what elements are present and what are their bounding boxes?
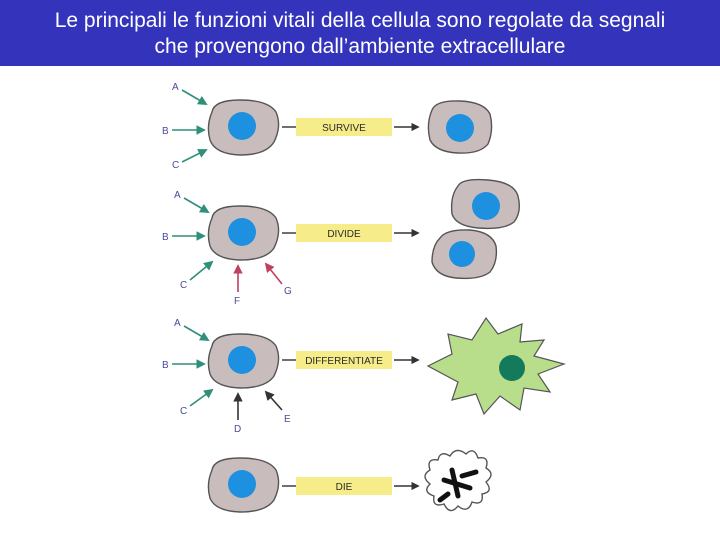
signal-arrow-e <box>264 390 283 411</box>
outcome-label-survive: SURVIVE <box>322 123 366 134</box>
signal-label-c: C <box>180 280 187 291</box>
signal-arrow-c <box>189 260 214 281</box>
signal-label-f: F <box>234 296 240 307</box>
signal-label-d: D <box>234 424 241 435</box>
signal-label-b: B <box>162 232 169 243</box>
row-differentiate: A B C D E DIFFERENTIATE <box>162 316 566 435</box>
outcome-box-die <box>296 477 392 495</box>
signal-label-c: C <box>172 160 179 171</box>
signal-label-b: B <box>162 360 169 371</box>
signal-label-c: C <box>180 406 187 417</box>
outcome-box-divide <box>296 224 392 242</box>
outcome-box-differentiate <box>296 351 392 369</box>
fragmented-nucleus <box>437 467 479 503</box>
signal-label-b: B <box>162 126 169 137</box>
nucleus <box>499 355 525 381</box>
row-divide: A B C F G DIVIDE <box>162 178 521 307</box>
title-bar: Le principali le funzioni vitali della c… <box>0 0 720 66</box>
row-die: DIE <box>207 449 492 513</box>
nucleus <box>449 241 475 267</box>
nucleus <box>446 114 474 142</box>
signal-label-a: A <box>174 190 181 201</box>
signal-arrow-a <box>181 89 208 105</box>
title-line-2: che provengono dall’ambiente extracellul… <box>154 35 566 58</box>
nucleus <box>472 192 500 220</box>
apoptotic-cell <box>424 449 492 512</box>
title-line-1: Le principali le funzioni vitali della c… <box>54 9 666 32</box>
nucleus <box>228 346 256 374</box>
signal-arrow-a <box>183 325 210 341</box>
outcome-label-die: DIE <box>336 482 353 493</box>
outcome-label-divide: DIVIDE <box>327 229 361 240</box>
nucleus <box>228 470 256 498</box>
nucleus <box>228 218 256 246</box>
differentiated-cell <box>426 316 566 416</box>
signal-arrow-c <box>181 149 208 163</box>
signal-arrow-c <box>189 388 214 407</box>
nucleus <box>228 112 256 140</box>
signal-label-a: A <box>172 82 179 93</box>
signal-arrow-a <box>183 197 210 213</box>
signal-label-a: A <box>174 318 181 329</box>
signal-label-e: E <box>284 414 291 425</box>
signal-label-g: G <box>284 286 292 297</box>
signal-arrow-g <box>264 262 283 285</box>
outcome-box-survive <box>296 118 392 136</box>
outcome-label-differentiate: DIFFERENTIATE <box>305 356 383 367</box>
row-survive: A B C SURVIVE <box>162 82 493 171</box>
